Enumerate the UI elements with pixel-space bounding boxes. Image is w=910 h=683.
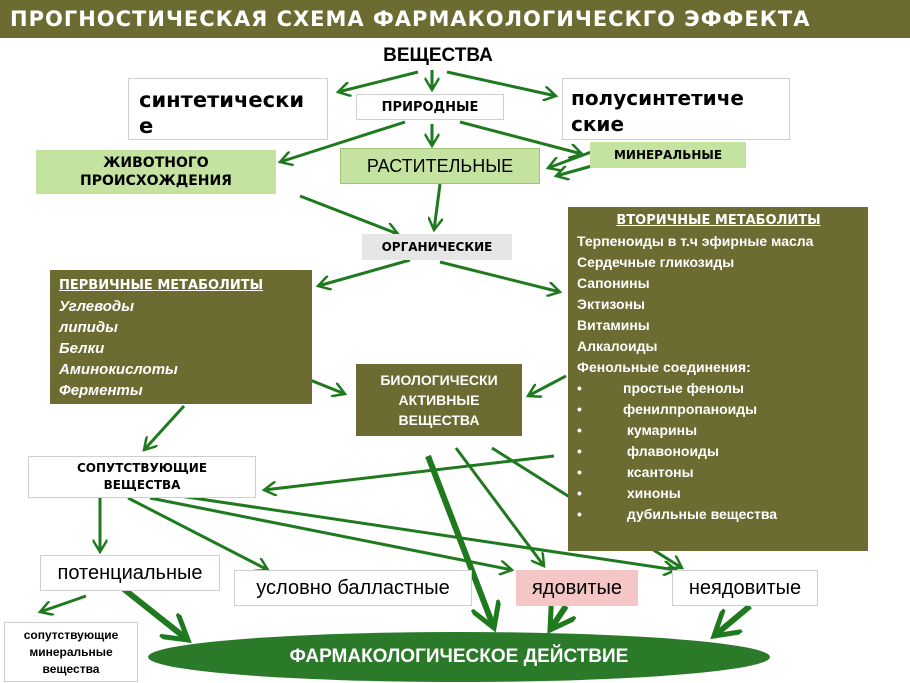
node-pharma-action: ФАРМАКОЛОГИЧЕСКОЕ ДЕЙСТВИЕ (148, 632, 770, 682)
secondary-metabolites-box: ВТОРИЧНЫЕ МЕТАБОЛИТЫ Терпеноиды в т.ч эф… (568, 207, 868, 551)
arrow-animal-organic (299, 194, 398, 234)
phenolic-subitem: • флавоноиды (577, 441, 860, 462)
phenolic-subitem: • кумарины (577, 420, 860, 441)
node-natural: ПРИРОДНЫЕ (356, 94, 504, 120)
node-bioactive: БИОЛОГИЧЕСКИ АКТИВНЫЕ ВЕЩЕСТВА (356, 364, 522, 436)
bullet: • (577, 380, 582, 396)
secondary-item: Фенольные соединения: (577, 359, 751, 375)
node-animal: ЖИВОТНОГО ПРОИСХОЖДЕНИЯ (36, 150, 276, 194)
phenolic-subitem: • ксантоны (577, 462, 860, 483)
arrow-bioactive-poisonous (454, 447, 544, 566)
secondary-item: Алкалоиды (577, 338, 658, 354)
primary-item: Углеводы (59, 298, 134, 315)
arrow-bioactive-pharma (425, 454, 494, 628)
node-mineral: МИНЕРАЛЬНЫЕ (590, 142, 746, 168)
bullet: • (577, 422, 582, 438)
phenolic-subitem: •фенилпропаноиды (577, 399, 860, 420)
phenolic-subitems: •простые фенолы •фенилпропаноиды • кумар… (577, 378, 860, 525)
arrow-accomp-nonpoisonous (179, 494, 676, 570)
primary-item: липиды (59, 319, 118, 336)
node-potential: потенциальные (40, 555, 220, 591)
arrow-substances-synthetic (338, 70, 419, 92)
node-poisonous: ядовитые (516, 570, 638, 606)
arrow-organic-primary (318, 258, 411, 286)
secondary-item: Сапонины (577, 275, 650, 291)
primary-metabolites-box: ПЕРВИЧНЫЕ МЕТАБОЛИТЫ Углеводы липиды Бел… (50, 270, 312, 404)
node-accompanying: СОПУТСТВУЮЩИЕ ВЕЩЕСТВА (28, 456, 256, 498)
arrow-accomp-ballast (127, 496, 268, 570)
node-semisynthetic: полусинтетиче ские (562, 78, 790, 140)
node-organic: ОРГАНИЧЕСКИЕ (362, 234, 512, 260)
arrow-substances-semisynthetic (446, 70, 556, 96)
primary-item: Ферменты (59, 382, 143, 399)
bullet: • (577, 506, 582, 522)
arrow-secondary-bioactive (528, 374, 567, 396)
secondary-item: Эктизоны (577, 296, 646, 312)
secondary-item: Витамины (577, 317, 650, 333)
arrow-accomp-poisonous (149, 496, 512, 570)
arrow-potential-mineral (40, 594, 87, 612)
arrow-potential-pharma (118, 583, 188, 640)
phenolic-subitem: • дубильные вещества (577, 504, 860, 525)
arrow-natural-animal (280, 120, 406, 162)
node-mineral-accompanying: сопутствующие минеральные вещества (4, 622, 138, 682)
node-nonpoisonous: неядовитые (672, 570, 818, 606)
node-plant: РАСТИТЕЛЬНЫЕ (340, 148, 540, 184)
primary-item: Белки (59, 340, 105, 357)
bullet: • (577, 464, 582, 480)
secondary-item: Терпеноиды в т.ч эфирные масла (577, 233, 814, 249)
page-title: ПРОГНОСТИЧЕСКАЯ СХЕМА ФАРМАКОЛОГИЧЕСКГО … (0, 0, 910, 38)
arrow-primary-accompanying (144, 404, 186, 450)
bullet: • (577, 485, 582, 501)
node-substances: ВЕЩЕСТВА (383, 45, 493, 66)
arrow-secondary-accompanying (264, 454, 555, 490)
arrow-poisonous-pharma (550, 606, 566, 630)
primary-heading: ПЕРВИЧНЫЕ МЕТАБОЛИТЫ (59, 278, 264, 293)
primary-item: Аминокислоты (59, 361, 178, 378)
secondary-item: Сердечные гликозиды (577, 254, 735, 270)
secondary-heading: ВТОРИЧНЫЕ МЕТАБОЛИТЫ (616, 213, 821, 228)
arrow-natural-mineral (459, 120, 582, 154)
bullet: • (577, 401, 582, 417)
node-synthetic: синтетически е (128, 78, 328, 140)
phenolic-subitem: •простые фенолы (577, 378, 860, 399)
arrow-organic-secondary (439, 260, 560, 292)
bullet: • (577, 443, 582, 459)
node-ballast: условно балластные (234, 570, 472, 606)
arrow-plant-organic (434, 183, 440, 230)
arrow-nonpoisonous-pharma (714, 603, 752, 636)
phenolic-subitem: • хиноны (577, 483, 860, 504)
